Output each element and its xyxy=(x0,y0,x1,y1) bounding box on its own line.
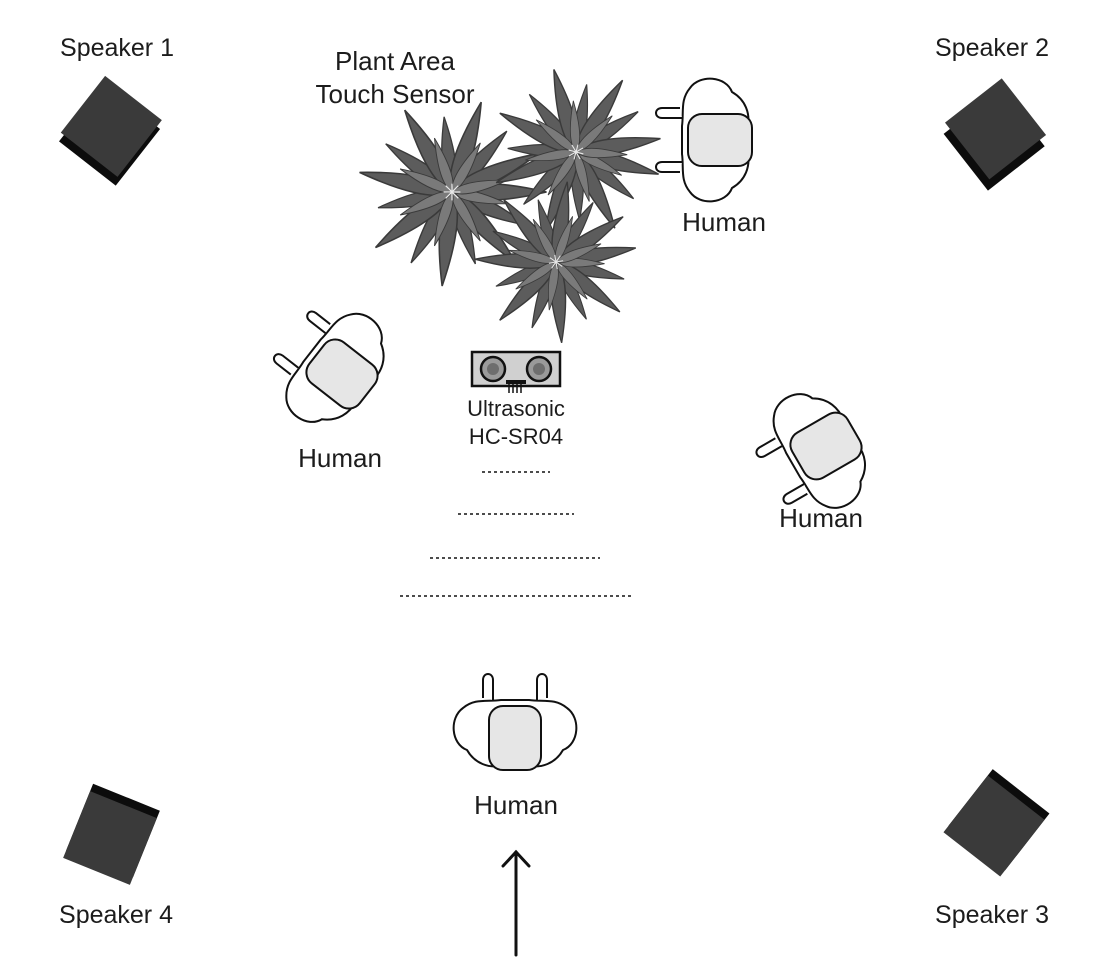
human-label-bottom: Human xyxy=(474,790,558,820)
plant-area-label: Plant Area xyxy=(335,46,455,76)
speaker-4-label: Speaker 4 xyxy=(59,901,173,929)
human-icon-top-right xyxy=(655,77,753,203)
touch-sensor-label: Touch Sensor xyxy=(315,79,475,109)
ultrasonic-wave-lines xyxy=(400,471,632,597)
speaker-1-label: Speaker 1 xyxy=(60,34,174,62)
speaker-4-icon xyxy=(63,783,160,885)
speaker-3-icon xyxy=(943,769,1050,877)
speaker-2-icon xyxy=(943,78,1047,191)
speaker-1-icon xyxy=(59,75,162,186)
human-icon-bottom xyxy=(452,673,578,771)
human-label-top-right: Human xyxy=(682,207,766,237)
hc-sr04-label: HC-SR04 xyxy=(468,424,564,449)
arrow-up-icon xyxy=(501,849,531,957)
ultrasonic-label: Ultrasonic xyxy=(467,396,565,421)
human-label-right: Human xyxy=(779,503,863,533)
ultrasonic-sensor-icon xyxy=(470,350,562,393)
speaker-2-label: Speaker 2 xyxy=(935,34,1049,62)
human-label-left: Human xyxy=(298,443,382,473)
speaker-3-label: Speaker 3 xyxy=(935,901,1049,929)
human-icon-left xyxy=(252,285,406,444)
